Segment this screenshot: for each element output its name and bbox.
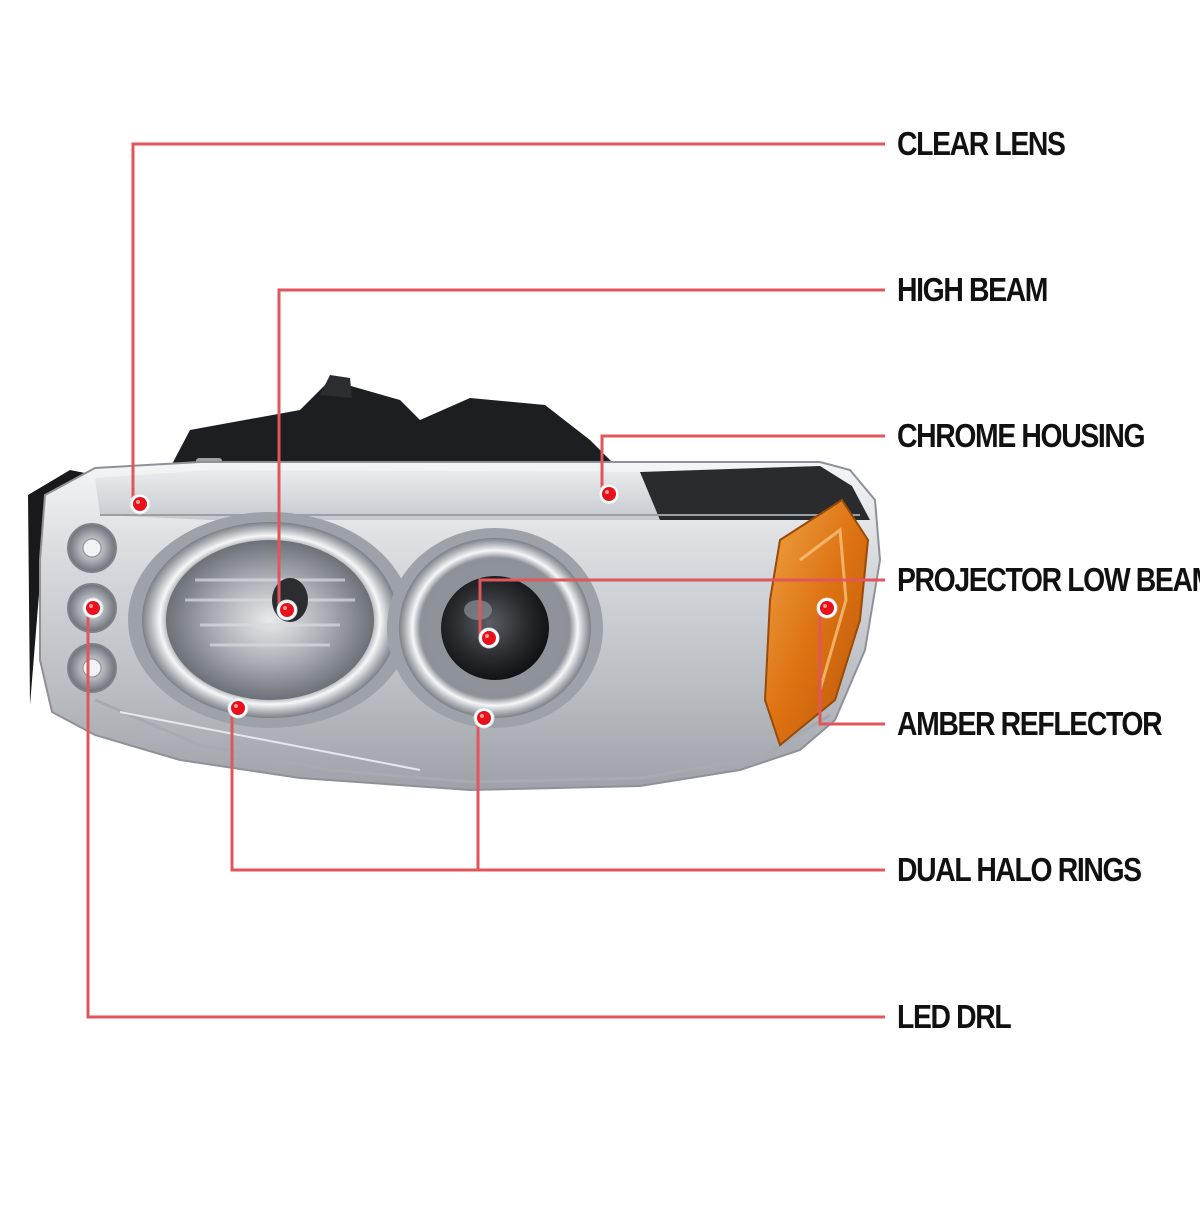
dual-halo-rings-label: DUAL HALO RINGS [897, 851, 1142, 888]
callout-lines [86, 142, 885, 1019]
amber-reflector-leader-line [818, 608, 885, 726]
dual-halo-rings-leader-line [230, 708, 885, 872]
dual-halo-rings-marker-dot-2 [473, 707, 495, 729]
high-beam-leader-line [277, 288, 885, 610]
amber-reflector-lens [763, 498, 870, 747]
chrome-housing-leader-line [600, 434, 885, 494]
chrome-housing-label: CHROME HOUSING [897, 417, 1146, 454]
high-beam-assembly [128, 512, 412, 728]
led-drl-marker-dot [82, 597, 104, 619]
projector-low-beam-marker-dot [478, 627, 500, 649]
clear-lens-label: CLEAR LENS [897, 125, 1066, 162]
dual-halo-rings-marker-dot [227, 697, 249, 719]
projector-assembly [387, 528, 603, 728]
chrome-housing-marker-dot [598, 483, 620, 505]
clear-lens-marker-dot [129, 493, 151, 515]
amber-reflector-marker-dot [816, 597, 838, 619]
callout-dots [82, 483, 838, 729]
high-beam-marker-dot [276, 599, 298, 621]
led-drl-leader-line [86, 610, 885, 1019]
projector-low-beam-leader-line [478, 578, 885, 638]
projector-low-beam-label: PROJECTOR LOW BEAM [897, 561, 1200, 598]
clear-lens-leader-line [131, 142, 885, 504]
amber-reflector-label: AMBER REFLECTOR [897, 705, 1163, 742]
led-drl-label: LED DRL [897, 998, 1012, 1035]
high-beam-label: HIGH BEAM [897, 271, 1048, 308]
